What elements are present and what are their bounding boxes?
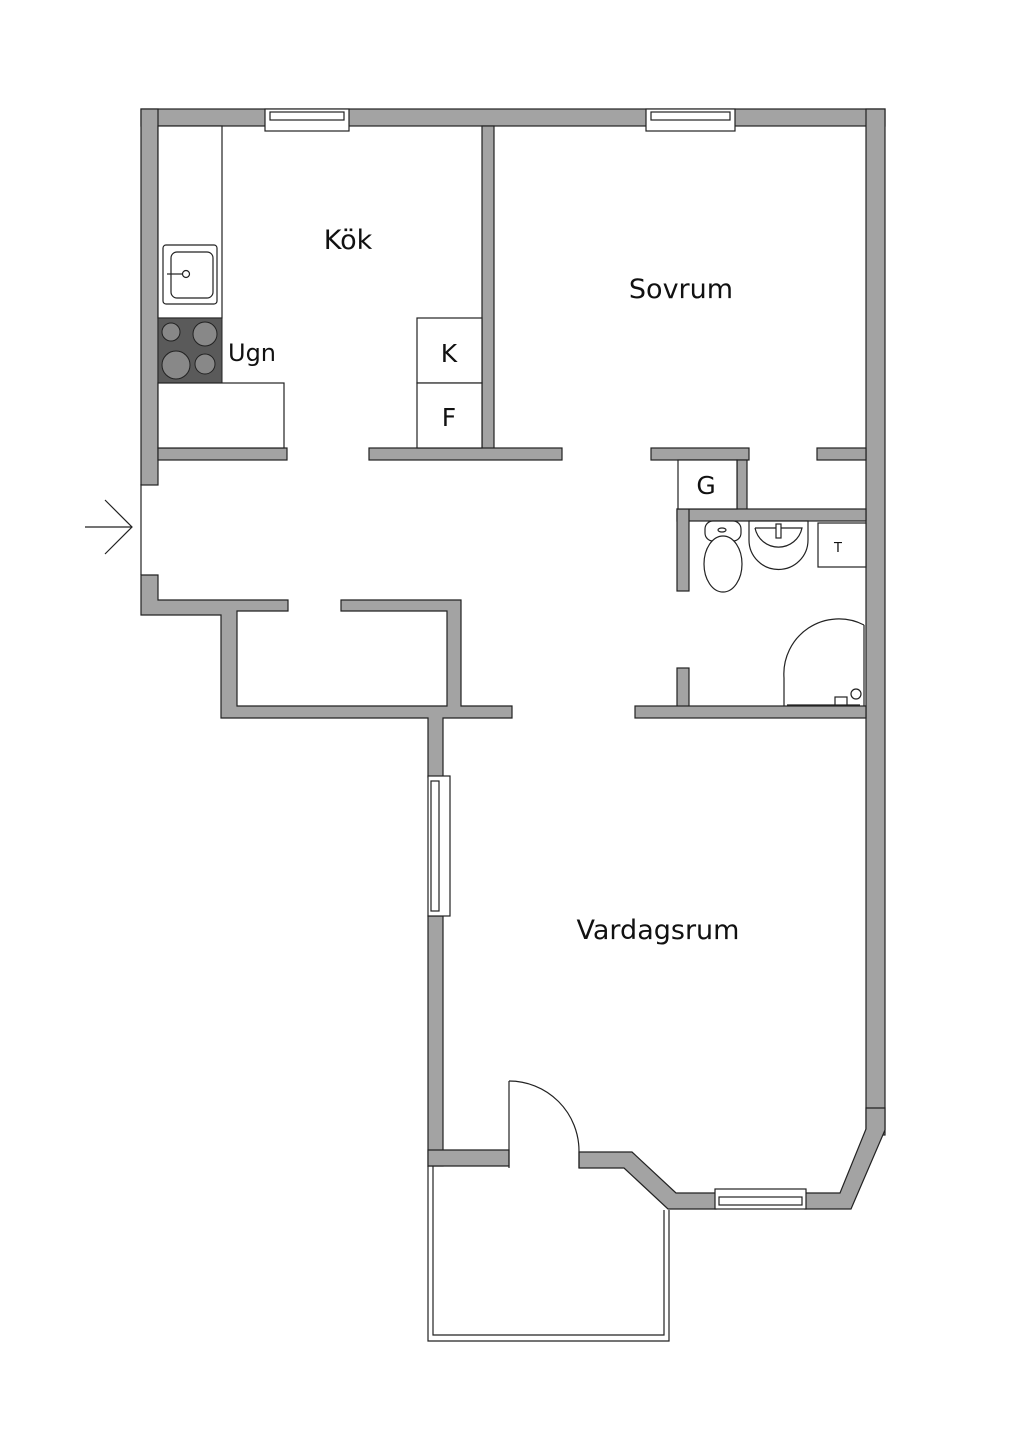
room-label-bedroom: Sovrum [629,274,733,305]
window-icon [264,108,350,132]
wall-storage [140,574,513,778]
window-icon [714,1188,807,1210]
room-label-living: Vardagsrum [577,915,740,946]
wall-bathroom-left-lower [676,667,690,711]
shower-icon [783,618,865,706]
wall-left-upper [140,108,159,486]
stove-label: Ugn [228,339,276,367]
sink-icon [162,244,218,305]
fridge [416,317,483,384]
room-label-kitchen: Kök [324,225,373,256]
wall-bathroom-bottom [634,705,867,719]
window-icon [427,775,451,917]
wardrobe [677,459,738,510]
wall-kitchen-bedroom [481,125,495,460]
wall-bathroom-top [676,508,867,522]
wall-top [140,108,886,127]
wall-living-bottom-left [427,1149,510,1167]
fridge-label: K [441,339,458,368]
kitchen-counter-lower [157,382,285,449]
wall-wardrobe [736,459,748,511]
door-swing-icon [508,1080,580,1168]
wall-kitchen-bottom-left [157,447,288,461]
wall-bay-left [578,1151,717,1210]
wardrobe-label: G [696,471,715,500]
freezer [416,382,483,449]
wall-right [865,108,886,1136]
window-icon [645,108,736,132]
entrance-arrow-icon [85,499,133,555]
wall-kitchen-bottom-right [368,447,563,461]
dryer [817,522,867,568]
dryer-label: T [833,541,842,556]
balcony [427,1166,670,1342]
wall-bathroom-left [676,508,690,592]
toilet-icon [703,520,743,593]
wall-living-left [427,915,444,1167]
washbasin-icon [748,520,809,571]
freezer-label: F [442,403,456,432]
stove-icon [157,317,223,384]
wall-bedroom-bottom-right [816,447,867,461]
wall-bay-right [804,1107,886,1210]
wall-bedroom-bottom-mid [650,447,750,461]
